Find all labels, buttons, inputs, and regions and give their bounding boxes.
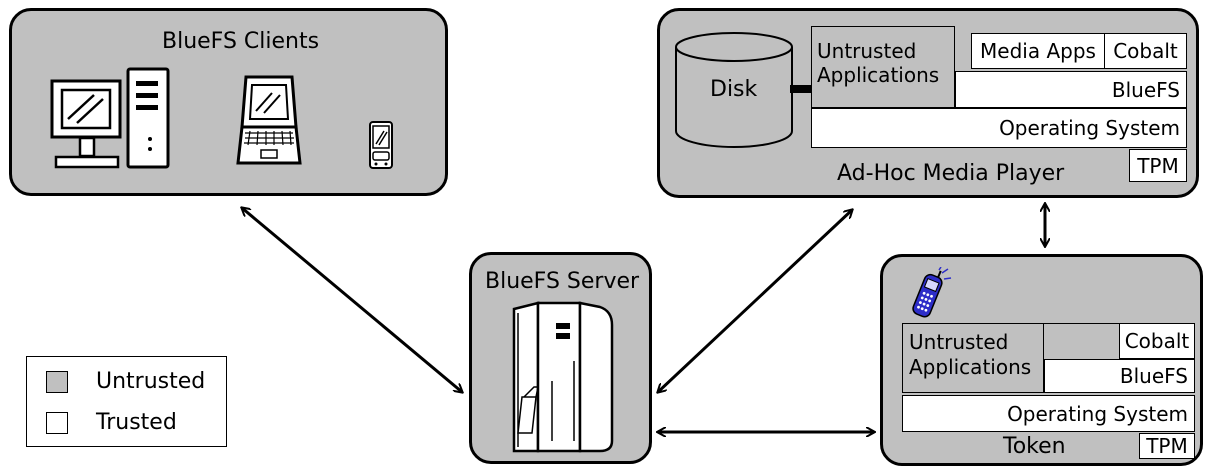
token-tpm-label: TPM [1146,434,1188,458]
media-player-title: Ad-Hoc Media Player [837,161,1065,186]
token-untrusted-label: Untrusted [909,330,1009,354]
legend-untrusted-label: Untrusted [96,369,206,394]
legend-trusted-swatch [46,412,68,434]
legend-trusted-label: Trusted [96,410,177,435]
bluefs-server-title: BlueFS Server [485,269,640,294]
token-box: Untrusted Applications Cobalt BlueFS Ope… [880,254,1203,466]
desktop-computer-icon [50,67,170,169]
laptop-icon [236,75,302,165]
disk-cylinder [675,32,793,148]
token-cobalt-label: Cobalt [1124,329,1190,353]
arrow-clients-server [242,208,462,392]
media-cobalt-box: Cobalt [1104,33,1187,69]
media-tpm-label: TPM [1137,153,1179,178]
legend-untrusted-swatch [46,371,68,393]
media-apps-box: Media Apps [971,33,1105,69]
media-untrusted-label: Untrusted [817,39,917,63]
media-cobalt-label: Cobalt [1113,39,1178,63]
cell-phone-icon [912,267,952,318]
bluefs-clients-title: BlueFS Clients [162,29,320,54]
token-tpm-box: TPM [1139,433,1195,459]
disk-connector [790,85,812,93]
bluefs-clients-box: BlueFS Clients [9,8,448,196]
token-bluefs-label: BlueFS [1119,364,1188,388]
media-bluefs-label: BlueFS [1111,77,1180,102]
token-bluefs-box: BlueFS [1044,359,1195,393]
arrow-server-mediaplayer [658,210,852,392]
media-os-box: Operating System [811,108,1187,148]
server-rack-icon [512,301,614,453]
token-applications-label: Applications [909,355,1032,379]
token-os-label: Operating System [1007,401,1188,426]
token-untrusted-apps-box: Untrusted Applications [902,323,1044,393]
media-bluefs-box: BlueFS [955,71,1187,108]
token-cobalt-box: Cobalt [1119,323,1195,359]
token-os-box: Operating System [902,395,1195,432]
media-tpm-box: TPM [1129,149,1187,182]
legend: Untrusted Trusted [26,356,227,447]
token-untrusted-fill [1044,323,1120,359]
bluefs-server-box: BlueFS Server [469,252,652,464]
media-untrusted-apps-box: Untrusted Applications [811,26,955,108]
media-os-label: Operating System [999,116,1180,140]
pda-icon [369,121,393,169]
media-applications-label: Applications [817,63,940,87]
disk-label: Disk [710,77,758,102]
token-title: Token [1003,434,1066,459]
media-apps-label: Media Apps [980,39,1096,63]
ad-hoc-media-player-box: Disk Untrusted Applications Media Apps C… [657,8,1199,198]
